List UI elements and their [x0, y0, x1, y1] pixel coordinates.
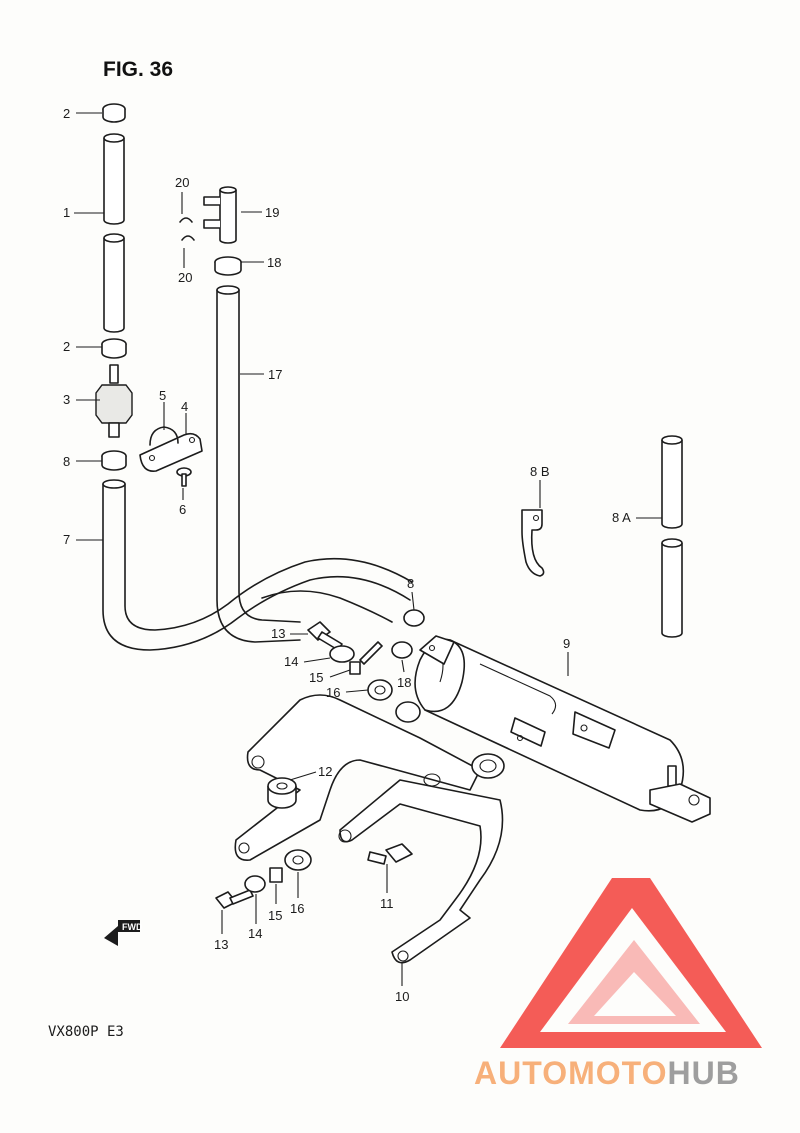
- bolt-13-upper: [307, 621, 343, 651]
- clip-20-lower: [181, 235, 195, 241]
- callout-13-lower: 13: [214, 937, 228, 952]
- callout-14-upper: 14: [284, 654, 298, 669]
- callout-18-top: 18: [267, 255, 281, 270]
- callout-16-upper: 16: [326, 685, 340, 700]
- bracket-10: [338, 779, 504, 964]
- callout-15-lower: 15: [268, 908, 282, 923]
- callout-2-top: 2: [63, 106, 70, 121]
- clamp-18-right: [391, 641, 413, 659]
- callout-16-lower: 16: [290, 901, 304, 916]
- callout-17: 17: [268, 367, 282, 382]
- washer-14-upper: [329, 645, 355, 663]
- callout-18-right: 18: [397, 675, 411, 690]
- callout-13-upper: 13: [271, 626, 285, 641]
- clamp-8-left: [101, 450, 127, 471]
- callout-8A: 8 A: [612, 510, 631, 525]
- fwd-label: FWD: [122, 922, 143, 932]
- collar-15-lower: [269, 867, 283, 883]
- callout-3: 3: [63, 392, 70, 407]
- model-code: VX800P E3: [48, 1024, 124, 1040]
- watermark-text: AUTOMOTOHUB: [474, 1055, 740, 1091]
- hose-17: [216, 285, 393, 643]
- clip-8B: [521, 509, 545, 577]
- cushion-16-lower: [284, 849, 312, 871]
- clamp-8-right: [403, 609, 425, 627]
- callout-4: 4: [181, 399, 188, 414]
- callout-8-left: 8: [63, 454, 70, 469]
- automotohub-logo: [500, 878, 762, 1048]
- fwd-arrow: FWD: [104, 920, 143, 946]
- callout-10: 10: [395, 989, 409, 1004]
- clip-near-clamp: [359, 641, 383, 665]
- hose-1: [103, 133, 125, 333]
- bracket-12: [234, 694, 505, 861]
- watermark-text-part1: AUTOMOTO: [474, 1055, 667, 1091]
- callout-15-upper: 15: [309, 670, 323, 685]
- collar-15-upper: [349, 661, 361, 675]
- clamp-18-top: [214, 256, 242, 276]
- screw-6: [176, 467, 192, 487]
- callout-1: 1: [63, 205, 70, 220]
- clamp-2-top: [102, 103, 126, 123]
- bracket-4-5: [139, 426, 203, 472]
- bolt-11: [367, 843, 413, 865]
- callout-19: 19: [265, 205, 279, 220]
- figure-title: FIG. 36: [103, 58, 173, 81]
- callout-9: 9: [563, 636, 570, 651]
- callout-2-lower: 2: [63, 339, 70, 354]
- callout-7: 7: [63, 532, 70, 547]
- leader-lines: [74, 112, 662, 986]
- callout-20-upper: 20: [175, 175, 189, 190]
- cushion-16-upper: [367, 679, 393, 701]
- callout-5: 5: [159, 388, 166, 403]
- pipe-8A: [661, 435, 683, 638]
- callout-12: 12: [318, 764, 332, 779]
- callout-14-lower: 14: [248, 926, 262, 941]
- bolt-13-lower: [215, 889, 254, 909]
- tee-joint-19: [203, 186, 237, 244]
- callout-20-lower: 20: [178, 270, 192, 285]
- clamp-2-lower: [101, 338, 127, 359]
- washer-14-lower: [244, 875, 266, 893]
- callout-11: 11: [380, 896, 394, 911]
- callout-6: 6: [179, 502, 186, 517]
- hose-7: [102, 479, 413, 651]
- collar-12: [267, 777, 297, 809]
- watermark-text-part2: HUB: [667, 1055, 739, 1091]
- callout-8-right: 8: [407, 576, 414, 591]
- clip-20-upper: [179, 217, 193, 223]
- canister-9: [414, 635, 711, 823]
- callout-8B: 8 B: [530, 464, 550, 479]
- fuel-filter-3: [95, 364, 133, 438]
